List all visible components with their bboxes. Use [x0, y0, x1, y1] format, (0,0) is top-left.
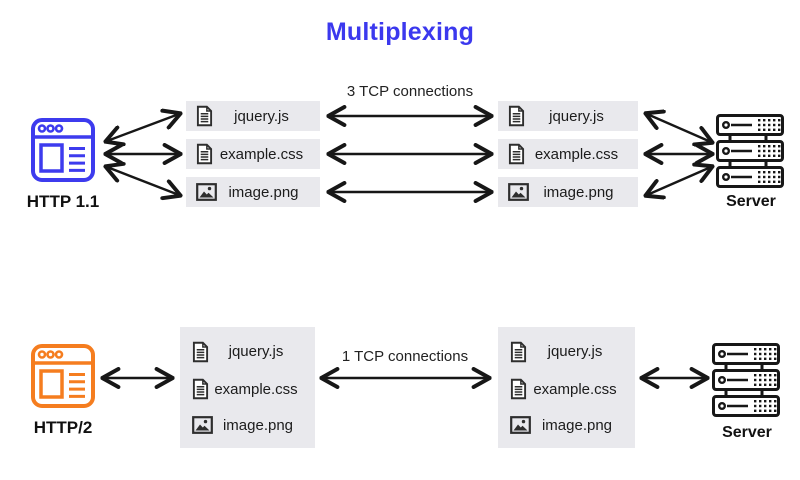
file-name: jquery.js	[228, 343, 284, 361]
http2-connection-label: 1 TCP connections	[341, 348, 469, 365]
file-name: jquery.js	[234, 107, 289, 125]
file-name: image.png	[543, 183, 614, 201]
file-box-jquery: jquery.js	[498, 101, 638, 131]
document-icon	[510, 341, 527, 363]
http1-connection-label: 3 TCP connections	[346, 83, 474, 100]
file-row-jquery: jquery.js	[498, 341, 635, 363]
image-icon	[196, 183, 217, 201]
http1-server-label: Server	[726, 193, 776, 210]
server-stack-icon	[716, 114, 784, 195]
browser-window-icon	[30, 117, 96, 183]
file-name: image.png	[222, 416, 294, 434]
file-box-jquery: jquery.js	[186, 101, 320, 131]
file-name: example.css	[219, 145, 304, 163]
image-icon	[508, 183, 529, 201]
file-name: jquery.js	[549, 107, 604, 125]
document-icon	[196, 143, 213, 165]
file-row-image: image.png	[180, 416, 315, 435]
file-box-image: image.png	[498, 177, 638, 207]
file-name: jquery.js	[547, 343, 603, 361]
file-name: example.css	[214, 380, 298, 398]
http1-client-label: HTTP 1.1	[26, 192, 100, 211]
document-icon	[192, 341, 209, 363]
page-title: Multiplexing	[325, 18, 475, 46]
file-name: example.css	[533, 380, 617, 398]
file-row-jquery: jquery.js	[180, 341, 315, 363]
file-box-css: example.css	[186, 139, 320, 169]
image-icon	[510, 416, 531, 435]
file-box-image: image.png	[186, 177, 320, 207]
file-row-image: image.png	[498, 416, 635, 435]
multiplexed-file-box: jquery.js example.css image.png	[498, 327, 635, 448]
http2-client-label: HTTP/2	[33, 418, 93, 437]
file-box-css: example.css	[498, 139, 638, 169]
file-name: image.png	[228, 183, 299, 201]
document-icon	[510, 378, 527, 400]
browser-window-icon	[30, 343, 96, 409]
file-name: image.png	[541, 416, 613, 434]
document-icon	[196, 105, 213, 127]
document-icon	[508, 105, 525, 127]
document-icon	[192, 378, 209, 400]
http2-server-label: Server	[722, 424, 772, 441]
document-icon	[508, 143, 525, 165]
file-row-css: example.css	[498, 378, 635, 400]
image-icon	[192, 416, 213, 435]
file-row-css: example.css	[180, 378, 315, 400]
file-name: example.css	[534, 145, 619, 163]
multiplexed-file-box: jquery.js example.css image.png	[180, 327, 315, 448]
server-stack-icon	[712, 343, 780, 424]
